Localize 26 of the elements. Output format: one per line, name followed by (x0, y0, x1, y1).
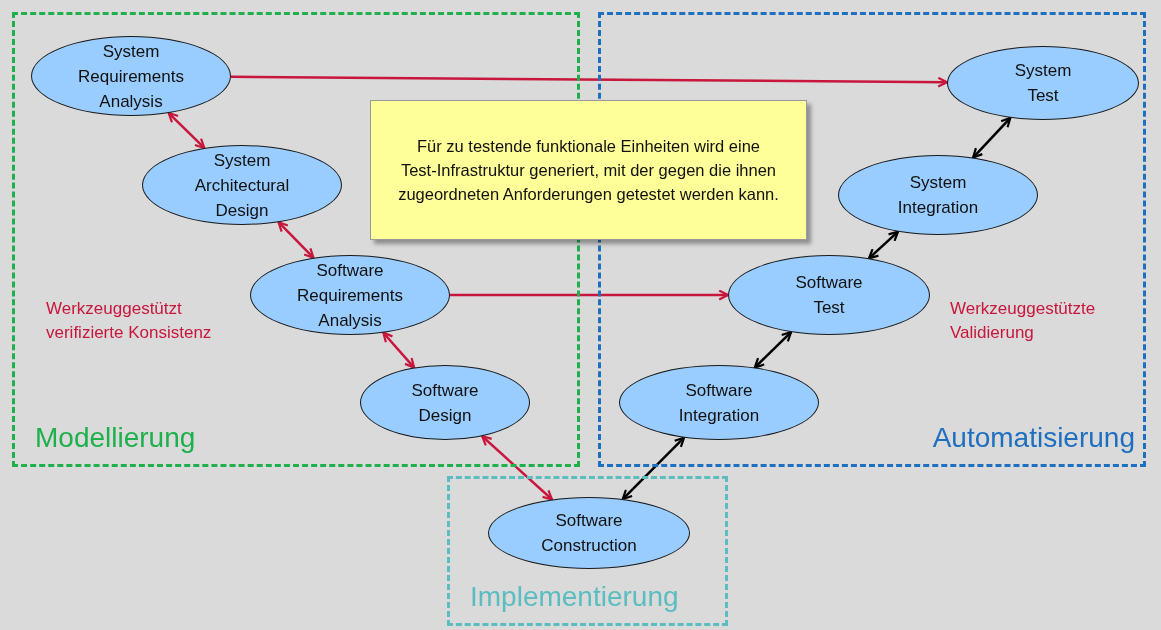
ellipse-label: Software Construction (540, 510, 638, 557)
connector-arrow (450, 289, 730, 301)
connector-arrow (621, 436, 686, 501)
connector-arrow (753, 330, 793, 369)
connector-arrow (972, 116, 1012, 159)
annotation-text: Werkzeuggestützt verifizierte Konsistenz (46, 298, 213, 344)
connector-arrow (382, 331, 416, 369)
connector-arrow (167, 111, 206, 150)
connector-arrow (867, 230, 900, 260)
ellipse-label: Software Integration (677, 379, 761, 427)
note-text: Für zu testende funktionale Einheiten wird eine Test-Infrastruktur generiert, mit der gegen die ihnen zugeordneten Anforderungen getestet werden kann. (397, 136, 780, 205)
ellipse-label: Software Test (794, 272, 864, 319)
ellipse-label: System Integration (896, 172, 980, 219)
group-title: Automatisierung (932, 422, 1135, 454)
connector-arrow (277, 221, 315, 259)
group-title: Implementierung (470, 581, 679, 613)
ellipse-label: System Requirements Analysis (77, 40, 185, 113)
ellipse-label: System Test (1013, 60, 1073, 107)
ellipse-label: Software Design (410, 379, 480, 427)
connector-arrow (230, 75, 949, 88)
ellipse-label: System Architectural Design (193, 149, 291, 222)
dashed-group-frame (447, 476, 728, 626)
annotation-text: Werkzeuggestützte Validierung (950, 298, 1097, 344)
connector-arrow (481, 435, 554, 501)
group-title: Modellierung (35, 422, 196, 454)
ellipse-label: Software Requirements Analysis (296, 259, 404, 332)
